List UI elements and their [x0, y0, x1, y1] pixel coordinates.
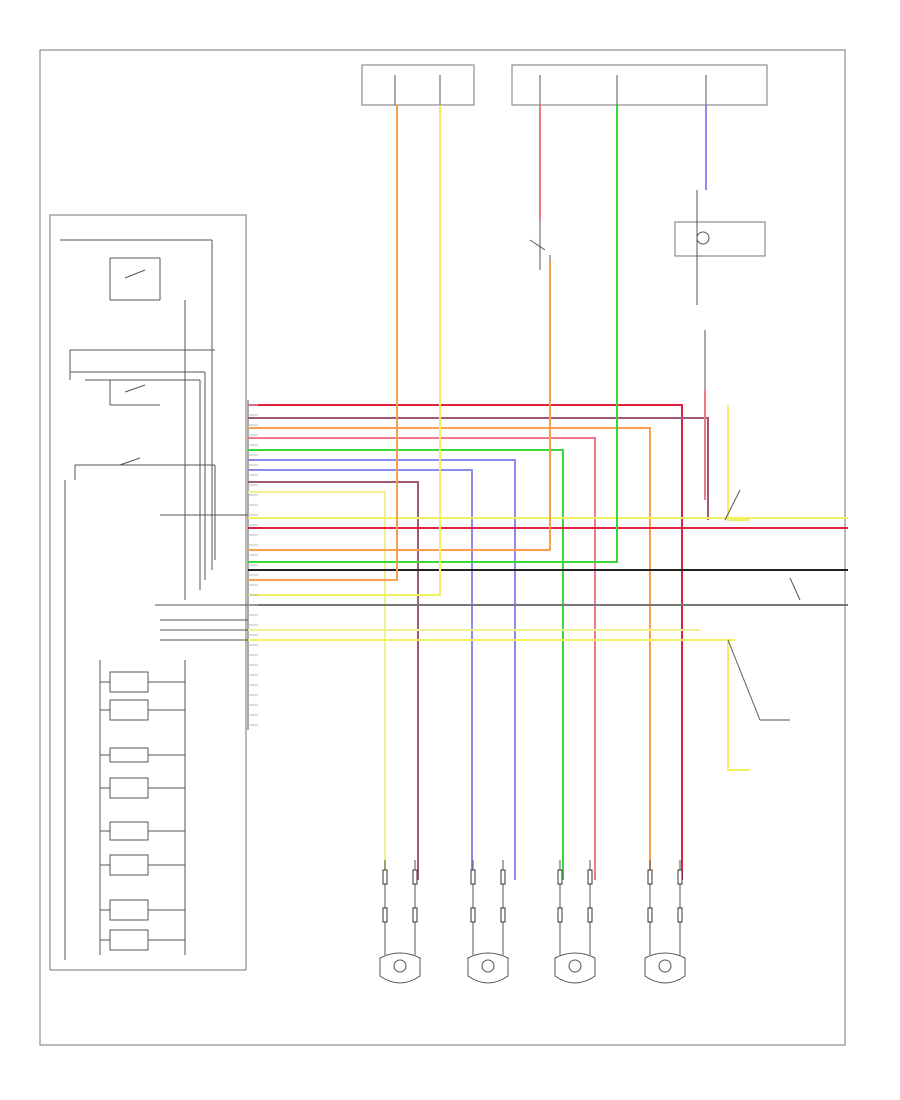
fuse-block-icon [511, 64, 768, 106]
diagram-frame [39, 49, 846, 1046]
wire-red-top [248, 404, 683, 880]
fuse-block-icon [361, 64, 475, 106]
wire-orange-fuse [248, 105, 398, 581]
wheel-speed-sensor-icon [467, 860, 509, 984]
diagram-labels [248, 404, 258, 726]
wire-harness [248, 105, 848, 880]
solenoid-group [99, 660, 186, 955]
wire-yellow-fuse [248, 105, 441, 596]
wire-white [248, 491, 386, 880]
module-internal-lines [64, 240, 248, 960]
wheel-speed-sensor-icon [644, 860, 686, 984]
wire-green-rf [248, 449, 564, 880]
wheel-sensors [379, 860, 686, 984]
wheel-speed-sensor-icon [379, 860, 421, 984]
relay-switch [60, 239, 215, 480]
brake-switch [529, 220, 551, 340]
fuse-block-right [511, 64, 768, 106]
abs-control-module [49, 214, 248, 971]
wire-violet [248, 459, 516, 880]
wire-violet-2 [248, 469, 473, 880]
wire-yellow-right [727, 405, 750, 521]
wire-orange-lr [248, 427, 651, 880]
wire-green-fuse [248, 105, 618, 563]
abs-control-module-icon [49, 214, 247, 971]
wire-maroon-lf [248, 481, 419, 880]
wire-maroon [248, 417, 709, 520]
fuse-block-left [361, 64, 475, 106]
right-component [674, 190, 766, 390]
wire-yellow-right-low [727, 640, 750, 771]
right-side-components [724, 489, 801, 721]
wire-orange-brake [248, 260, 551, 551]
wheel-speed-sensor-icon [554, 860, 596, 984]
wire-pink [248, 437, 596, 880]
